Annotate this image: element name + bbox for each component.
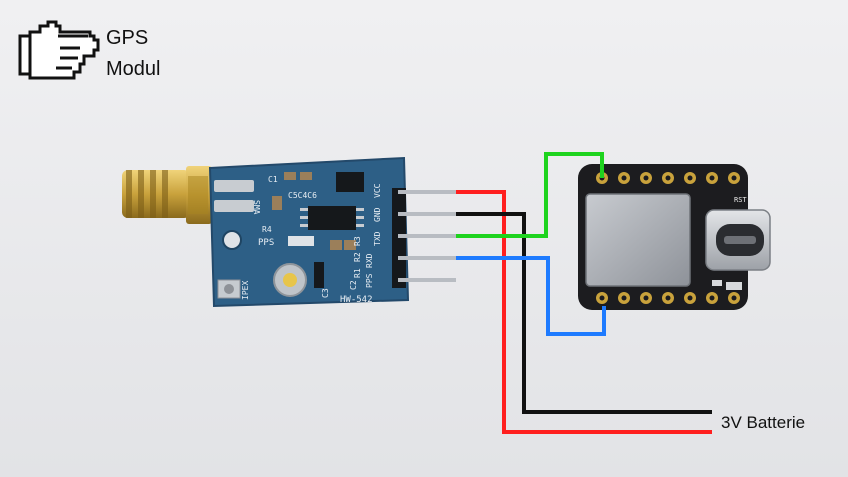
silk-r1: R1 bbox=[353, 268, 362, 278]
gps-module: C1 C5C4C6 SMA R4 PPS R3 R2 R1 C2 IPEX C3… bbox=[122, 156, 456, 308]
silk-r3: R3 bbox=[353, 236, 362, 246]
mcu-board: RST bbox=[578, 164, 771, 310]
silk-c1: C1 bbox=[268, 175, 278, 184]
silk-c5c4c6: C5C4C6 bbox=[288, 191, 317, 200]
silk-c2: C2 bbox=[349, 280, 358, 290]
silk-rst: RST bbox=[734, 196, 747, 204]
sma-connector bbox=[122, 166, 212, 224]
pointing-hand-icon bbox=[18, 20, 100, 80]
wire-blue bbox=[456, 256, 606, 336]
silk-r4: R4 bbox=[262, 225, 272, 234]
gps-header-pins bbox=[392, 188, 456, 288]
silk-r2: R2 bbox=[353, 252, 362, 262]
silk-ipex: IPEX bbox=[241, 281, 250, 300]
silk-pin-rxd: RXD bbox=[365, 253, 374, 268]
silk-pin-gnd: GND bbox=[373, 207, 382, 222]
silk-pps: PPS bbox=[258, 238, 274, 248]
battery-label: 3V Batterie bbox=[721, 413, 806, 432]
title-modul: Modul bbox=[106, 58, 161, 80]
silk-pin-vcc: VCC bbox=[373, 183, 382, 198]
silk-pin-pps: PPS bbox=[365, 273, 374, 288]
wire-black bbox=[456, 212, 712, 414]
silk-hw542: HW-542 bbox=[340, 295, 373, 305]
wires bbox=[456, 152, 712, 434]
silk-pin-txd: TXD bbox=[373, 231, 382, 246]
silk-c3: C3 bbox=[321, 288, 330, 298]
title-gps: GPS bbox=[106, 27, 149, 49]
silk-sma: SMA bbox=[252, 200, 261, 215]
wire-green bbox=[456, 152, 604, 238]
wire-red bbox=[456, 190, 712, 434]
